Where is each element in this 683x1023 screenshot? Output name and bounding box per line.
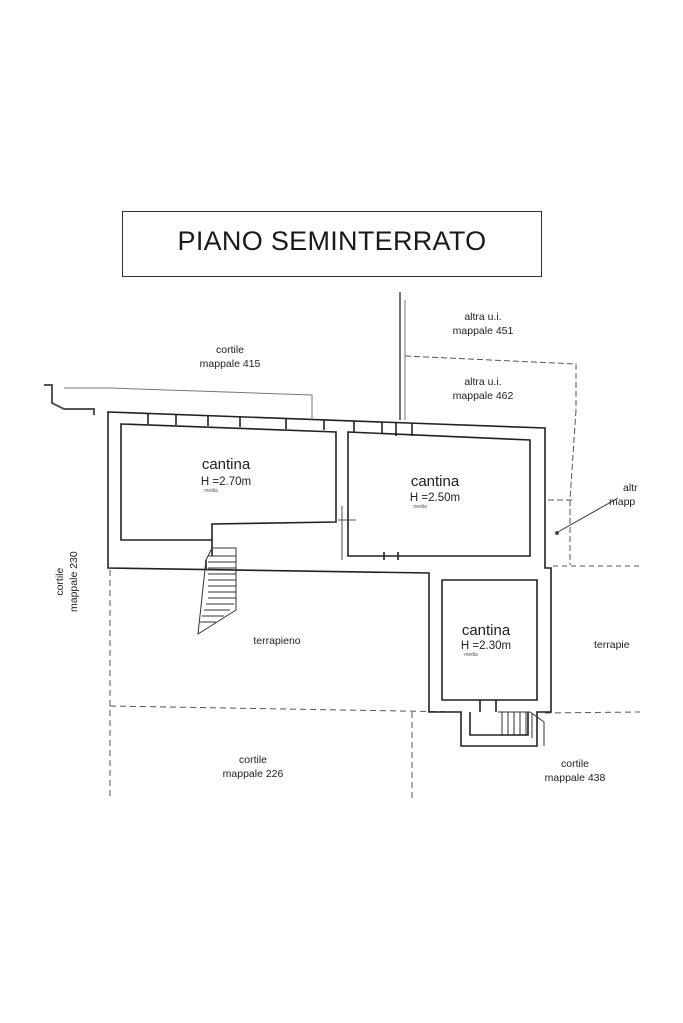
label-altra-462: altra u.i.mappale 462 xyxy=(452,376,514,402)
room-2-note: media xyxy=(413,504,427,510)
boundary-lines xyxy=(44,292,641,800)
drawing-title: PIANO SEMINTERRATO xyxy=(177,226,487,256)
inner-wall-room3 xyxy=(441,579,538,701)
label-altra-451: altra u.i.mappale 451 xyxy=(452,311,514,337)
door-room2-bottom xyxy=(383,552,399,560)
leader-dot xyxy=(555,531,559,535)
window-5 xyxy=(395,423,413,436)
dashed-horizontal-low-right xyxy=(544,711,641,714)
boundary-right xyxy=(548,499,575,565)
window-3 xyxy=(285,419,325,430)
label-terrapieno-right: terrapie xyxy=(594,639,630,651)
room-3-height: H =2.30m xyxy=(460,640,512,652)
leader-arrow xyxy=(557,497,619,533)
label-terrapieno-center: terrapieno xyxy=(253,635,301,647)
title-box: PIANO SEMINTERRATO xyxy=(122,211,542,277)
wall-stub-left xyxy=(44,384,95,415)
window-2 xyxy=(207,416,241,427)
stair-left-outline xyxy=(197,547,237,635)
building-walls xyxy=(107,411,552,747)
window-4 xyxy=(353,421,383,433)
inner-wall xyxy=(120,423,337,541)
door-between xyxy=(338,506,356,560)
dashed-horizontal-low xyxy=(109,705,461,713)
outer-wall xyxy=(107,411,552,747)
room-1-name: cantina xyxy=(201,456,251,473)
boundary-cortile-415 xyxy=(64,387,313,418)
room-2-height: H =2.50m xyxy=(409,492,461,504)
room-1-height: H =2.70m xyxy=(200,476,252,488)
stair-right-treads xyxy=(501,712,533,738)
boundary-mappale-462-b xyxy=(569,409,577,501)
door-room3-bottom xyxy=(479,700,497,712)
stair-left-treads xyxy=(200,555,236,623)
inner-wall-stair3 xyxy=(469,712,529,736)
inner-wall-room2 xyxy=(347,431,531,557)
boundary-mappale-462 xyxy=(404,355,577,410)
room-1-note: media xyxy=(204,488,218,494)
room-3-name: cantina xyxy=(461,622,511,639)
room-2-name: cantina xyxy=(410,473,460,490)
stairs xyxy=(197,547,545,746)
room-3-note: media xyxy=(464,652,478,658)
window-1 xyxy=(147,414,177,425)
